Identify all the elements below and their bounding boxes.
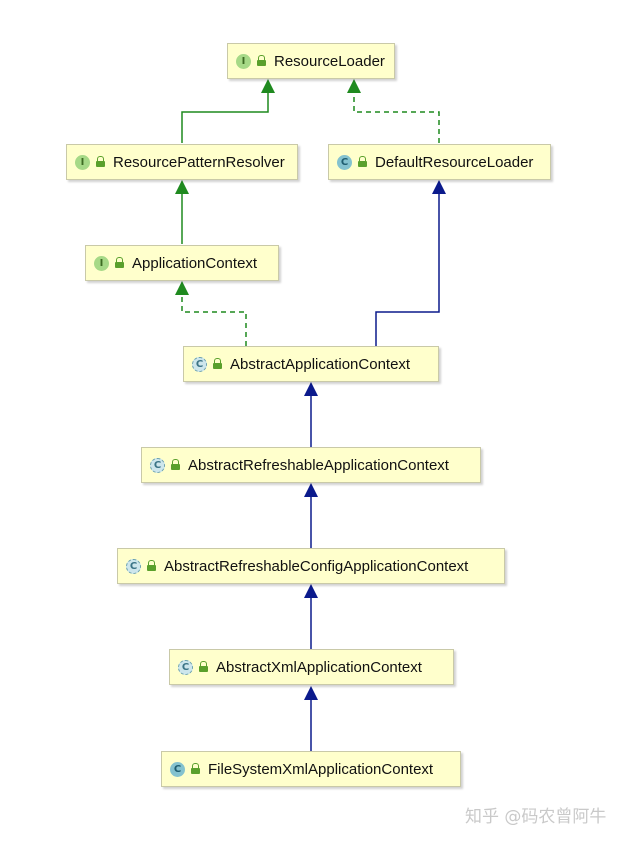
node-label: ApplicationContext <box>132 254 258 272</box>
lock-icon <box>170 459 181 471</box>
node-abstract-refreshable-config-application-context[interactable]: C AbstractRefreshableConfigApplicationCo… <box>117 548 505 584</box>
abstract-class-icon: C <box>178 659 193 675</box>
edge-defaultresourceloader-to-resourceloader <box>347 79 440 143</box>
edge-resourcepatternresolver-to-resourceloader <box>181 79 275 143</box>
node-application-context[interactable]: I ApplicationContext <box>85 245 279 281</box>
watermark: 知乎 @码农曾阿牛 <box>465 807 607 827</box>
node-label: ResourcePatternResolver <box>113 153 285 171</box>
node-file-system-xml-application-context[interactable]: C FileSystemXmlApplicationContext <box>161 751 461 787</box>
lock-icon <box>198 661 209 673</box>
node-abstract-application-context[interactable]: C AbstractApplicationContext <box>183 346 439 382</box>
lock-icon <box>114 257 125 269</box>
node-resource-loader[interactable]: I ResourceLoader <box>227 43 395 79</box>
lock-icon <box>146 560 157 572</box>
edge-abstractxmlapplicationcontext-to-abstractrefreshableconfigapplicationcontext <box>304 584 318 649</box>
edge-applicationcontext-to-resourcepatternresolver <box>175 180 189 244</box>
interface-icon: I <box>236 53 251 69</box>
abstract-class-icon: C <box>192 356 207 372</box>
edge-abstractapplicationcontext-to-defaultresourceloader <box>375 180 446 346</box>
node-label: AbstractXmlApplicationContext <box>216 658 422 676</box>
node-label: DefaultResourceLoader <box>375 153 534 171</box>
edge-abstractrefreshableconfigapplicationcontext-to-abstractrefreshableapplicationcontext <box>304 483 318 548</box>
edge-abstractrefreshableapplicationcontext-to-abstractapplicationcontext <box>304 382 318 447</box>
interface-icon: I <box>94 255 109 271</box>
edge-abstractapplicationcontext-to-applicationcontext <box>175 281 247 346</box>
abstract-class-icon: C <box>126 558 141 574</box>
class-icon: C <box>337 154 352 170</box>
node-resource-pattern-resolver[interactable]: I ResourcePatternResolver <box>66 144 298 180</box>
lock-icon <box>212 358 223 370</box>
node-label: FileSystemXmlApplicationContext <box>208 760 434 778</box>
node-label: AbstractApplicationContext <box>230 355 411 373</box>
node-abstract-refreshable-application-context[interactable]: C AbstractRefreshableApplicationContext <box>141 447 481 483</box>
node-default-resource-loader[interactable]: C DefaultResourceLoader <box>328 144 551 180</box>
node-abstract-xml-application-context[interactable]: C AbstractXmlApplicationContext <box>169 649 454 685</box>
lock-icon <box>357 156 368 168</box>
node-label: ResourceLoader <box>274 52 385 70</box>
interface-icon: I <box>75 154 90 170</box>
lock-icon <box>256 55 267 67</box>
edge-filesystemxmlapplicationcontext-to-abstractxmlapplicationcontext <box>304 686 318 751</box>
class-icon: C <box>170 761 185 777</box>
lock-icon <box>95 156 106 168</box>
node-label: AbstractRefreshableConfigApplicationCont… <box>164 557 469 575</box>
abstract-class-icon: C <box>150 457 165 473</box>
lock-icon <box>190 763 201 775</box>
node-label: AbstractRefreshableApplicationContext <box>188 456 449 474</box>
